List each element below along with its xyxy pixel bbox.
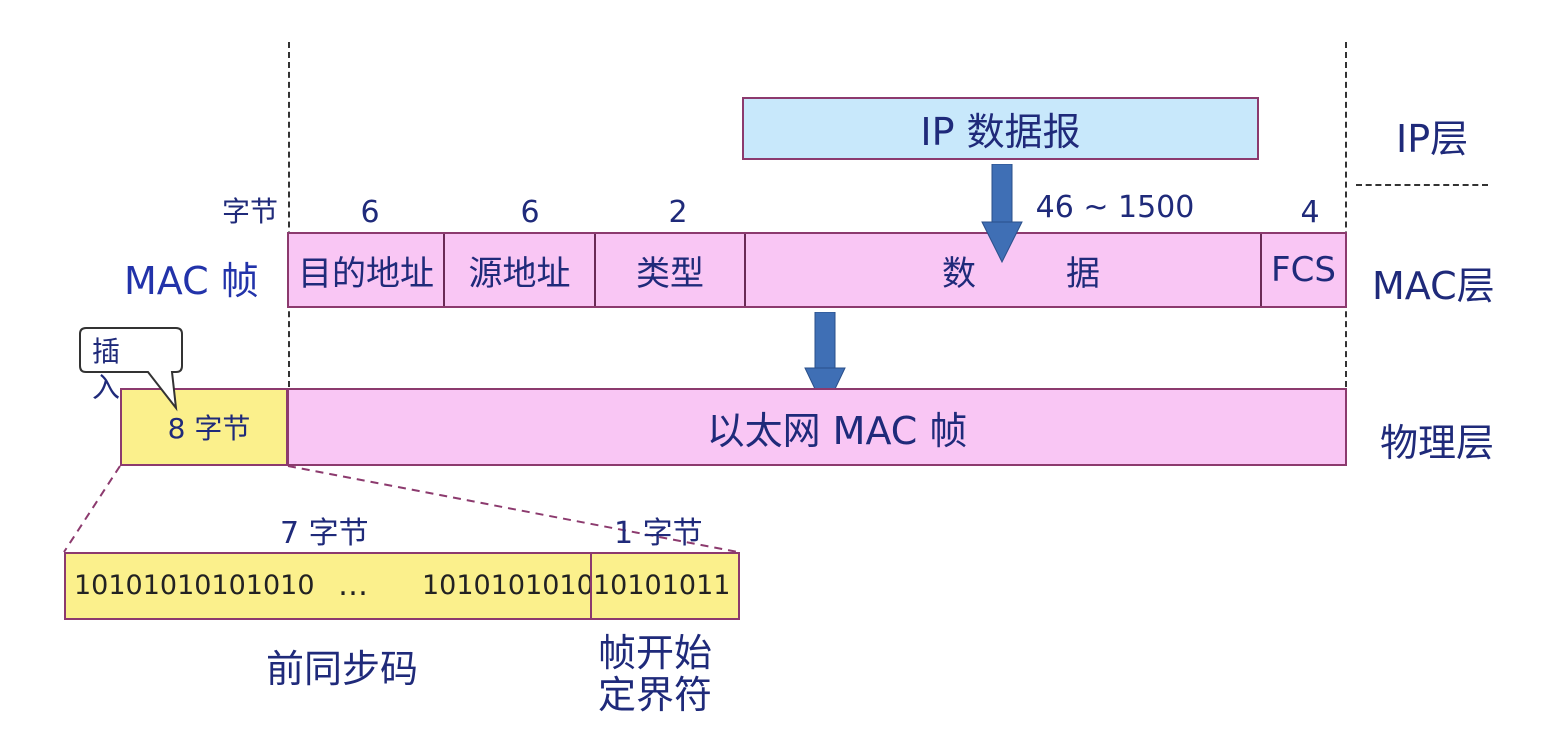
- sync-bytes-label: 7 字节: [280, 516, 369, 551]
- field-type: 类型: [594, 234, 744, 306]
- sfd-name-line2: 定界符: [598, 673, 713, 717]
- field-dest-address-label: 目的地址: [298, 253, 434, 294]
- preamble-ellipsis: …: [338, 568, 368, 603]
- sfd-name-line1: 帧开始: [598, 631, 713, 675]
- preamble-bits-mid: 1010101010: [422, 570, 594, 601]
- mac-frame-box: 目的地址 源地址 类型 数 据 FCS: [287, 232, 1347, 308]
- field-size-dest: 6: [360, 195, 380, 230]
- field-size-type: 2: [668, 195, 688, 230]
- field-source-address-label: 源地址: [468, 253, 571, 294]
- ethernet-frame-label: 以太网 MAC 帧: [706, 408, 968, 453]
- field-type-label: 类型: [636, 253, 704, 294]
- ip-datagram-label: IP 数据报: [920, 110, 1081, 154]
- field-size-src: 6: [520, 195, 540, 230]
- mac-frame-label: MAC 帧: [124, 259, 259, 303]
- sync-name-label: 前同步码: [266, 647, 419, 691]
- mac-layer-label: MAC层: [1372, 264, 1495, 308]
- field-fcs-label: FCS: [1271, 250, 1336, 290]
- field-data: 数 据: [744, 234, 1260, 306]
- field-data-label-right: 据: [1066, 253, 1100, 294]
- preamble-box: 8 字节: [120, 388, 288, 466]
- field-dest-address: 目的地址: [289, 234, 443, 306]
- sfd-bytes-label: 1 字节: [614, 516, 703, 551]
- field-data-label-left: 数: [942, 253, 976, 294]
- left-boundary-line: [288, 42, 290, 387]
- ethernet-frame-box: 以太网 MAC 帧: [287, 388, 1347, 466]
- ip-datagram-box: IP 数据报: [742, 97, 1259, 160]
- ip-layer-label: IP层: [1396, 117, 1469, 161]
- arrow-ip-to-mac: [981, 164, 1023, 264]
- bytes-unit-label: 字节: [222, 195, 279, 228]
- insert-callout-bubble: [79, 327, 183, 412]
- sfd-divider: [590, 552, 592, 620]
- field-fcs: FCS: [1260, 234, 1345, 306]
- sfd-bits: 10101011: [593, 570, 731, 601]
- preamble-label: 8 字节: [167, 412, 251, 445]
- field-size-data: 46 ~ 1500: [1035, 190, 1195, 225]
- insert-callout-text: 插入: [92, 335, 121, 404]
- layer-separator: [1356, 184, 1488, 186]
- preamble-detail-box: 10101010101010 … 1010101010 10101011: [64, 552, 740, 620]
- preamble-bits-left: 10101010101010: [74, 570, 315, 601]
- physical-layer-label: 物理层: [1380, 421, 1495, 465]
- field-size-fcs: 4: [1300, 195, 1320, 230]
- right-boundary-line: [1345, 42, 1347, 387]
- field-source-address: 源地址: [443, 234, 594, 306]
